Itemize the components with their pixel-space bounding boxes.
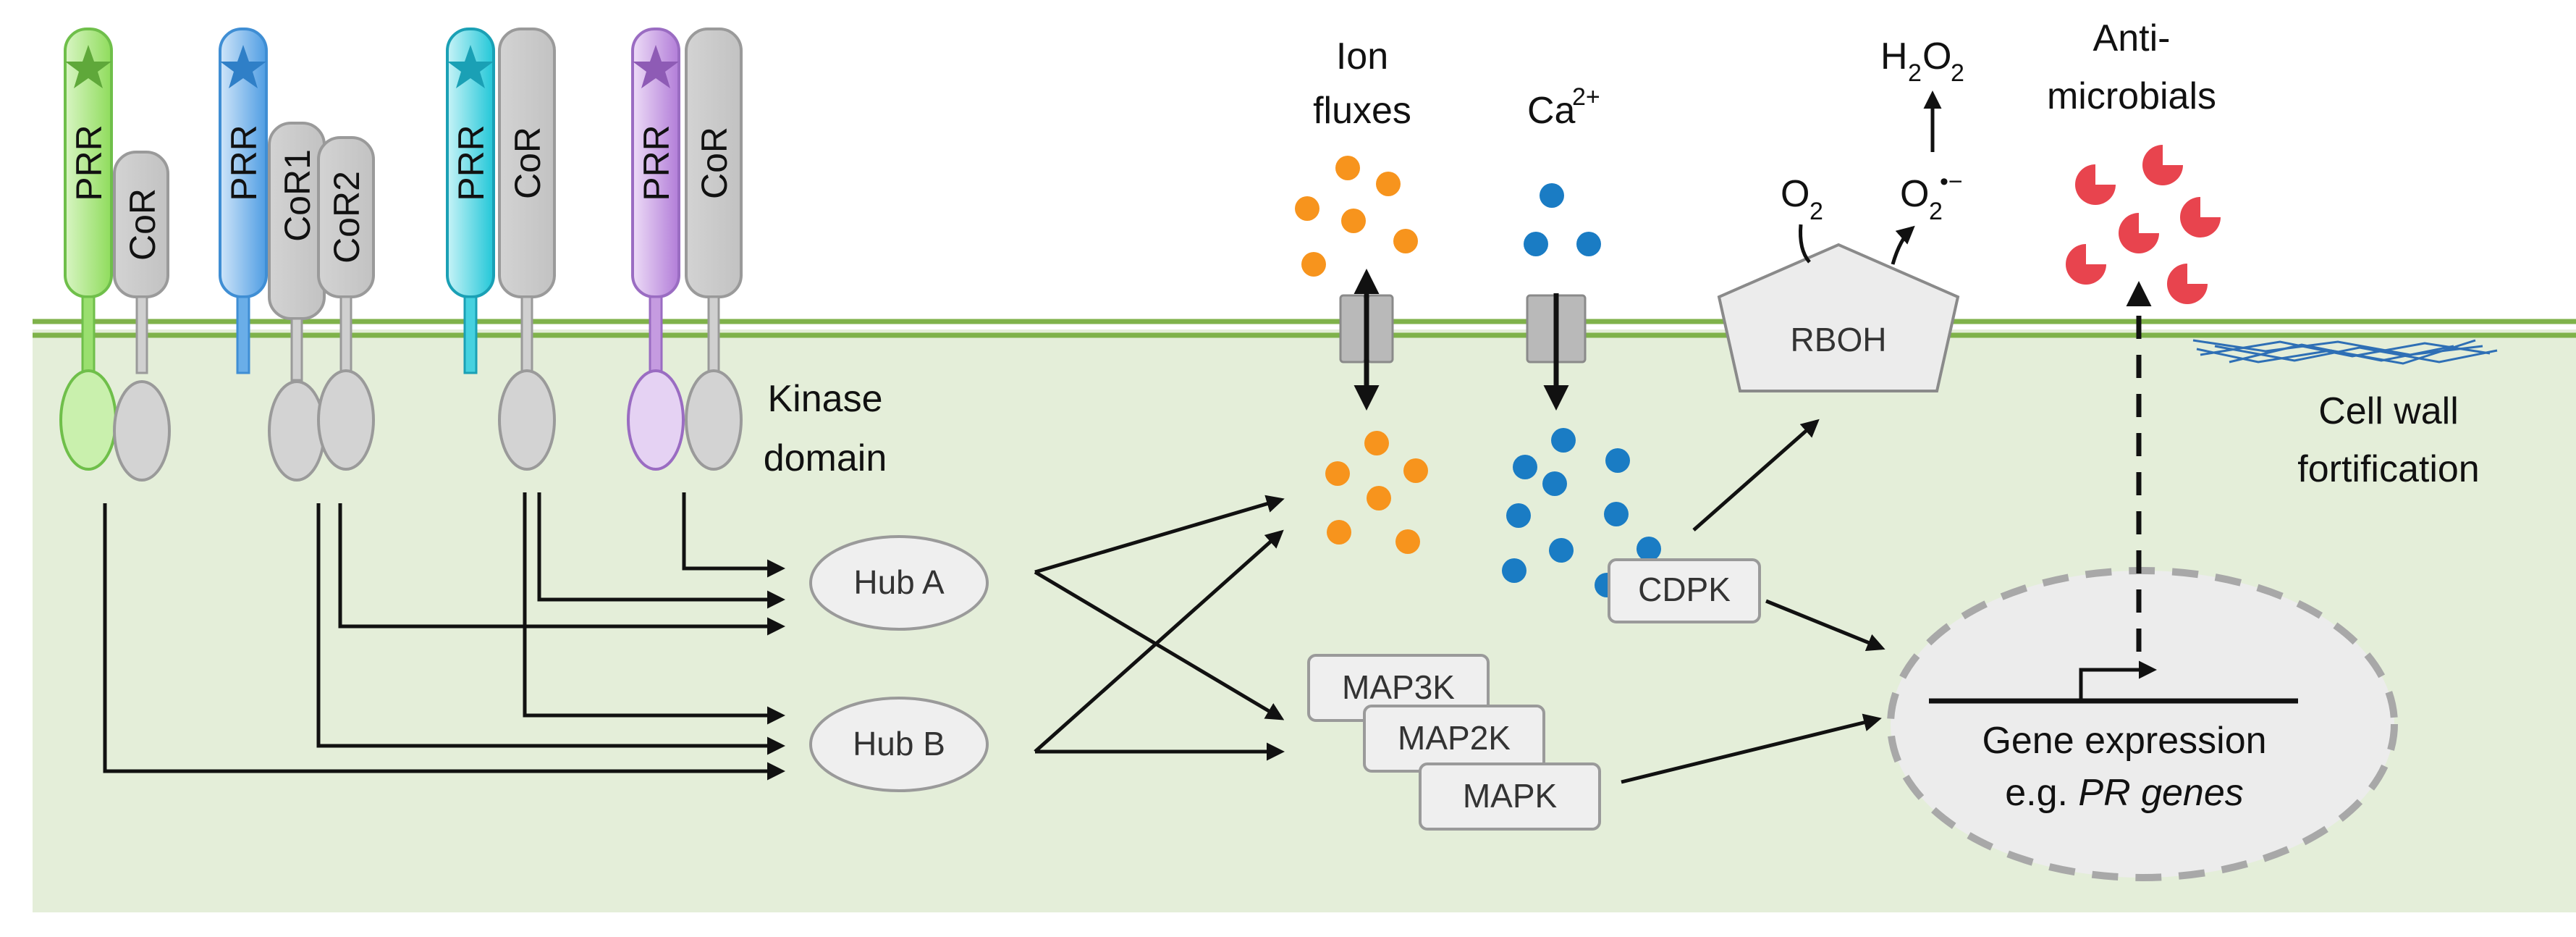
calcium-dots-outside <box>1524 183 1601 256</box>
cor-label: CoR <box>507 127 548 199</box>
oxygen-subscript: 2 <box>1809 198 1823 225</box>
prr-label: PRR <box>69 125 109 201</box>
superoxide-label: O <box>1900 173 1929 215</box>
svg-text:2: 2 <box>1908 59 1922 87</box>
mapk-to-gene-arrow <box>1621 713 1882 784</box>
cor-label: CoR <box>122 188 163 261</box>
cor-label: CoR <box>694 127 735 199</box>
hub-output-arrows <box>1034 495 1285 761</box>
antimicrobials-label: Anti- <box>2093 17 2171 59</box>
gene-expression-label: Gene expression <box>1982 720 2266 762</box>
star-icon <box>633 45 679 88</box>
rboh-node: RBOH <box>1717 243 1960 392</box>
prr-label: PRR <box>636 125 677 201</box>
svg-text:H: H <box>1880 35 1908 77</box>
mapk-node: MAPK <box>1419 762 1601 831</box>
svg-text:Hub B: Hub B <box>853 725 945 762</box>
superoxide-superscript: •− <box>1940 168 1963 196</box>
cdpk-to-gene-arrow <box>1765 599 1885 652</box>
calcium-label: Ca <box>1527 90 1576 132</box>
svg-text:MAP3K: MAP3K <box>1342 668 1455 706</box>
ion-fluxes-label: Ion <box>1336 35 1388 77</box>
star-icon <box>447 45 494 88</box>
svg-text:O: O <box>1922 35 1951 77</box>
ion-fluxes-label-line2: fluxes <box>1313 90 1411 132</box>
calcium-superscript: 2+ <box>1572 83 1600 111</box>
hub-b-node: Hub B <box>809 697 989 792</box>
cell-wall-label: Cell wall <box>2318 390 2459 432</box>
kinase-domain-label: Kinase <box>768 378 883 420</box>
receptor-group-2: PRR CoR1 CoR2 <box>219 28 375 482</box>
map2k-node: MAP2K <box>1363 705 1545 773</box>
svg-text:CDPK: CDPK <box>1638 571 1731 608</box>
receptor-group-4: PRR CoR <box>627 28 743 471</box>
nucleus: Gene expression e.g. PR genes <box>1887 567 2398 881</box>
gene-expression-example: e.g. PR genes <box>2005 772 2244 814</box>
superoxide-subscript: 2 <box>1929 198 1943 225</box>
receptor-connectors <box>103 492 785 781</box>
h2o2-label: H 2 O 2 <box>1880 35 1964 87</box>
oxygen-to-rboh-curve <box>1799 224 1811 264</box>
antimicrobials-label-line2: microbials <box>2047 75 2216 117</box>
map3k-node: MAP3K <box>1307 654 1490 722</box>
svg-text:Hub A: Hub A <box>853 563 945 601</box>
cdpk-to-rboh-arrow <box>1692 419 1820 531</box>
hub-a-node: Hub A <box>809 535 989 631</box>
prr-label: PRR <box>451 125 491 201</box>
ion-dots-inside <box>1325 431 1428 554</box>
prr-label: PRR <box>224 125 264 201</box>
star-icon <box>65 45 111 88</box>
antimicrobial-pacman-icons <box>2066 145 2221 304</box>
cor1-label: CoR1 <box>277 149 318 242</box>
receptor-group-1: PRR CoR <box>59 28 171 482</box>
svg-text:MAPK: MAPK <box>1463 777 1558 815</box>
promoter-arrow-icon <box>2079 660 2157 701</box>
kinase-domain-label-line2: domain <box>764 437 887 479</box>
svg-text:2: 2 <box>1951 59 1964 87</box>
receptor-group-3: PRR CoR <box>446 28 556 471</box>
svg-text:RBOH: RBOH <box>1791 321 1887 358</box>
star-icon <box>220 45 266 88</box>
rboh-to-superoxide-arrow <box>1891 225 1915 265</box>
svg-text:MAP2K: MAP2K <box>1398 719 1511 757</box>
cell-wall-label-line2: fortification <box>2297 448 2479 490</box>
oxygen-label: O <box>1781 173 1809 215</box>
cdpk-node: CDPK <box>1608 558 1761 623</box>
cell-wall-mesh-icon <box>2192 339 2498 365</box>
calcium-dots-inside <box>1502 428 1661 597</box>
cor2-label: CoR2 <box>326 171 367 264</box>
ion-dots-outside <box>1295 156 1418 277</box>
